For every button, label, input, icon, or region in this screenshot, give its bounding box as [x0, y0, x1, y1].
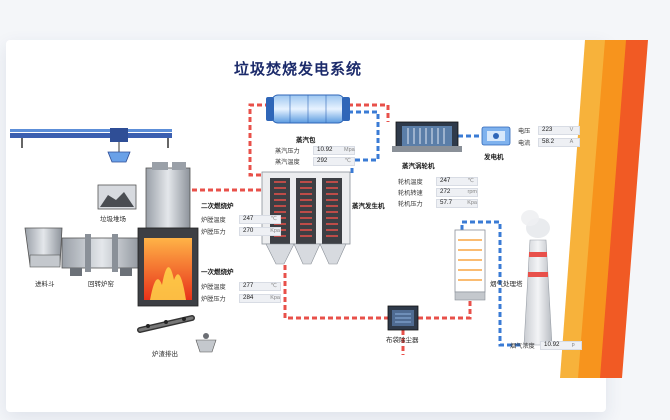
sec-temp-readout: 炉膛温度 247 ℃: [201, 214, 281, 224]
turbine-speed-unit: rpm: [467, 189, 477, 195]
sec-temp-label: 炉膛温度: [201, 216, 226, 224]
current-readout: 电流 58.2 A: [518, 137, 580, 147]
turbine-temp-unit: ℃: [467, 178, 474, 184]
turbine-speed-label: 轮机转速: [398, 189, 423, 197]
waste-field-label: 垃圾堆场: [100, 216, 126, 223]
sec-temp-unit: ℃: [270, 216, 277, 222]
pri-temp-label: 炉膛温度: [201, 283, 226, 291]
generator-label: 发电机: [484, 154, 504, 161]
turbine-temp-readout: 轮机温度 247 ℃: [398, 176, 478, 186]
flue-tower-image: [454, 229, 486, 301]
voltage-value: 223: [542, 125, 553, 133]
bag-filter-label: 布袋除尘器: [386, 337, 419, 344]
turbine-pressure-label: 轮机压力: [398, 200, 423, 208]
turbine-pressure-unit: Kpa: [467, 200, 477, 206]
steam-turbine-image: [392, 121, 462, 152]
steam-generator-image: [261, 171, 351, 265]
pri-pressure-label: 炉膛压力: [201, 295, 226, 303]
crane-conveyor: [10, 128, 172, 163]
flue-tower-label: 烟气处理塔: [490, 281, 523, 288]
pri-temp-unit: ℃: [270, 283, 277, 289]
pri-pressure-readout: 炉膛压力 284 Kpa: [201, 293, 281, 303]
steam-pressure-label: 蒸汽压力: [275, 147, 300, 155]
voltage-readout: 电压 223 V: [518, 125, 580, 135]
sec-temp-value: 247: [243, 214, 254, 222]
pri-temp-value: 277: [243, 281, 254, 289]
secondary-furnace-label: 二次燃烧炉: [201, 203, 234, 210]
pri-temp-readout: 炉膛温度 277 ℃: [201, 281, 281, 291]
smoke-label: 烟气浓度: [510, 342, 535, 350]
steam-pressure-readout: 蒸汽压力 10.92 Mpa: [275, 145, 355, 155]
turbine-temp-value: 247: [440, 176, 451, 184]
pri-pressure-unit: Kpa: [270, 295, 280, 301]
current-unit: A: [569, 139, 574, 145]
turbine-pressure-readout: 轮机压力 57.7 Kpa: [398, 198, 478, 208]
sec-pressure-value: 270: [243, 226, 254, 234]
steam-generator-label: 蒸汽发生机: [352, 203, 385, 210]
voltage-label: 电压: [518, 127, 531, 135]
rotary-kiln: [61, 234, 143, 276]
waste-field-image: [97, 184, 137, 210]
pipe-drum-left: [248, 103, 270, 177]
turbine-speed-readout: 轮机转速 272 rpm: [398, 187, 478, 197]
pri-pressure-value: 284: [243, 293, 254, 301]
bag-filter-image: [387, 305, 419, 331]
turbine-speed-value: 272: [440, 187, 451, 195]
current-label: 电流: [518, 139, 531, 147]
steam-temp-unit: ℃: [344, 158, 351, 164]
steam-pressure-value: 10.92: [317, 145, 333, 153]
generator-image: [481, 126, 511, 146]
primary-furnace-label: 一次燃烧炉: [201, 269, 234, 276]
feed-hopper-label: 进料斗: [35, 281, 55, 288]
steam-pressure-unit: Mpa: [344, 147, 355, 153]
steam-temp-readout: 蒸汽温度 292 ℃: [275, 156, 355, 166]
current-value: 58.2: [542, 137, 555, 145]
slag-discharge-label: 炉渣排出: [152, 351, 178, 358]
steam-drum-label: 蒸汽包: [296, 137, 316, 144]
steam-temp-value: 292: [317, 156, 328, 164]
smoke-unit: p: [571, 342, 575, 348]
sec-pressure-readout: 炉膛压力 270 Kpa: [201, 226, 281, 236]
smoke-value: 10.92: [544, 340, 560, 348]
chimney-image: [521, 210, 553, 346]
pipe-filter-tower: [418, 295, 472, 320]
feed-hopper: [24, 227, 63, 268]
pipe-generator-filter: [283, 265, 388, 320]
sec-pressure-label: 炉膛压力: [201, 228, 226, 236]
voltage-unit: V: [569, 127, 574, 133]
sec-pressure-unit: Kpa: [270, 228, 280, 234]
furnace: [137, 162, 199, 307]
page-title: 垃圾焚烧发电系统: [233, 61, 362, 78]
turbine-pressure-value: 57.7: [440, 198, 453, 206]
turbine-label: 蒸汽涡轮机: [402, 163, 435, 170]
turbine-temp-label: 轮机温度: [398, 178, 423, 186]
steam-temp-label: 蒸汽温度: [275, 158, 300, 166]
pipe-drum-right: [348, 103, 390, 122]
smoke-readout: 烟气浓度 10.92 p: [510, 340, 582, 350]
steam-drum-image: [266, 94, 350, 124]
rotary-kiln-label: 回转炉窑: [88, 281, 114, 288]
slag-conveyor: [137, 315, 217, 353]
